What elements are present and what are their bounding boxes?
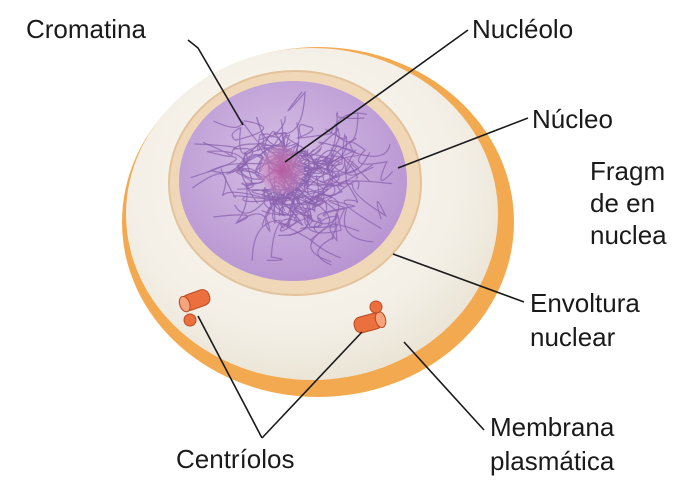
label-fragm-line3: nuclea xyxy=(590,220,667,250)
label-envoltura-line2: nuclear xyxy=(530,322,615,352)
label-membrana-line2: plasmática xyxy=(490,446,614,476)
label-centriolos: Centríolos xyxy=(176,444,295,474)
label-envoltura-line1: Envoltura xyxy=(530,288,640,318)
label-fragmentos-clipped: Fragm de en nuclea xyxy=(590,156,676,252)
label-fragm-line2: de en xyxy=(590,188,655,218)
label-cromatina: Cromatina xyxy=(26,14,146,44)
label-membrana-line1: Membrana xyxy=(490,412,614,442)
label-nucleolo: Nucléolo xyxy=(472,14,573,44)
label-nucleo: Núcleo xyxy=(532,104,613,134)
label-fragm-line1: Fragm xyxy=(590,156,665,186)
